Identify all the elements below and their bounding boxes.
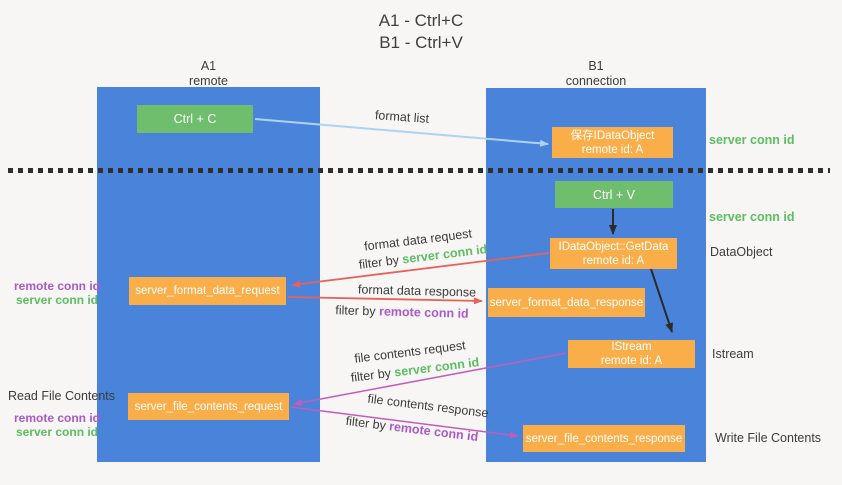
istream-label: IStream bbox=[611, 341, 652, 353]
save-idataobject-remote-id: remote id: A bbox=[581, 143, 644, 156]
file-contents-response-arrow-label: file contents response bbox=[366, 391, 490, 421]
filter-by-text: filter by bbox=[335, 303, 376, 319]
remote-conn-id-left-label-2: remote conn id bbox=[13, 411, 100, 425]
ctrl-v-node: Ctrl + V bbox=[555, 181, 673, 208]
server-file-contents-response-node: server_file_contents_response bbox=[523, 425, 685, 452]
save-idataobject-node: 保存IDataObject remote id: A bbox=[552, 127, 673, 158]
filter-by-text: filter by bbox=[350, 366, 392, 385]
ctrl-v-label: Ctrl + V bbox=[592, 187, 636, 202]
machine-a-header: A1 remote bbox=[97, 59, 320, 88]
remote-conn-id-text: remote conn id bbox=[388, 419, 480, 445]
server-conn-id-left-label-2: server conn id bbox=[15, 425, 99, 439]
server-format-data-response-node: server_format_data_response bbox=[488, 288, 645, 317]
diagram-title-line-1: A1 - Ctrl+C bbox=[378, 11, 464, 30]
istream-remote-id: remote id: A bbox=[600, 355, 663, 367]
server-file-contents-request-node: server_file_contents_request bbox=[128, 393, 289, 420]
diagram-title-line-2: B1 - Ctrl+V bbox=[379, 33, 463, 52]
machine-a-id: A1 bbox=[200, 59, 217, 73]
dataobject-label: DataObject bbox=[710, 245, 773, 259]
server-conn-id-left-label-1: server conn id bbox=[15, 293, 99, 307]
getdata-node: IDataObject::GetData remote id: A bbox=[550, 238, 677, 269]
diagram-title: A1 - Ctrl+C B1 - Ctrl+V bbox=[0, 10, 842, 54]
istream-side-label: Istream bbox=[712, 347, 754, 361]
filter-by-text: filter by bbox=[344, 413, 387, 433]
remote-conn-id-text: remote conn id bbox=[378, 304, 469, 321]
server-file-contents-request-label: server_file_contents_request bbox=[134, 400, 283, 413]
server-format-data-request-node: server_format_data_request bbox=[129, 277, 286, 305]
remote-conn-id-left-label-1: remote conn id bbox=[13, 279, 100, 293]
machine-b-id: B1 bbox=[588, 59, 604, 73]
format-data-response-arrow-label: format data response bbox=[357, 282, 477, 300]
server-conn-id-right-label-1: server conn id bbox=[709, 133, 795, 147]
server-file-contents-response-label: server_file_contents_response bbox=[525, 432, 683, 445]
machine-b-header: B1 connection bbox=[486, 59, 706, 88]
machine-b-role: connection bbox=[565, 73, 627, 88]
getdata-remote-id: remote id: A bbox=[582, 254, 645, 267]
format-list-arrow-label: format list bbox=[374, 108, 430, 126]
session-divider-dotted-line bbox=[8, 168, 830, 173]
ctrl-c-node: Ctrl + C bbox=[137, 105, 253, 133]
write-file-contents-label: Write File Contents bbox=[715, 431, 822, 445]
machine-a-role: remote bbox=[189, 73, 228, 88]
filter-by-text: filter by bbox=[358, 253, 400, 272]
istream-node: IStream remote id: A bbox=[568, 340, 695, 368]
file-contents-response-filter-label: filter by remote conn id bbox=[345, 414, 479, 444]
format-data-response-filter-label: filter by remote conn id bbox=[335, 303, 469, 320]
read-file-contents-label: Read File Contents bbox=[8, 389, 116, 403]
ctrl-c-label: Ctrl + C bbox=[173, 112, 217, 126]
server-format-data-request-label: server_format_data_request bbox=[135, 285, 280, 297]
getdata-label: IDataObject::GetData bbox=[558, 240, 669, 253]
save-idataobject-label: 保存IDataObject bbox=[570, 129, 655, 142]
file-request-conn-id-block: remote conn id server conn id bbox=[12, 411, 102, 439]
format-request-conn-id-block: remote conn id server conn id bbox=[12, 279, 102, 307]
server-format-data-response-label: server_format_data_response bbox=[489, 296, 644, 309]
server-conn-id-right-label-2: server conn id bbox=[709, 210, 795, 224]
